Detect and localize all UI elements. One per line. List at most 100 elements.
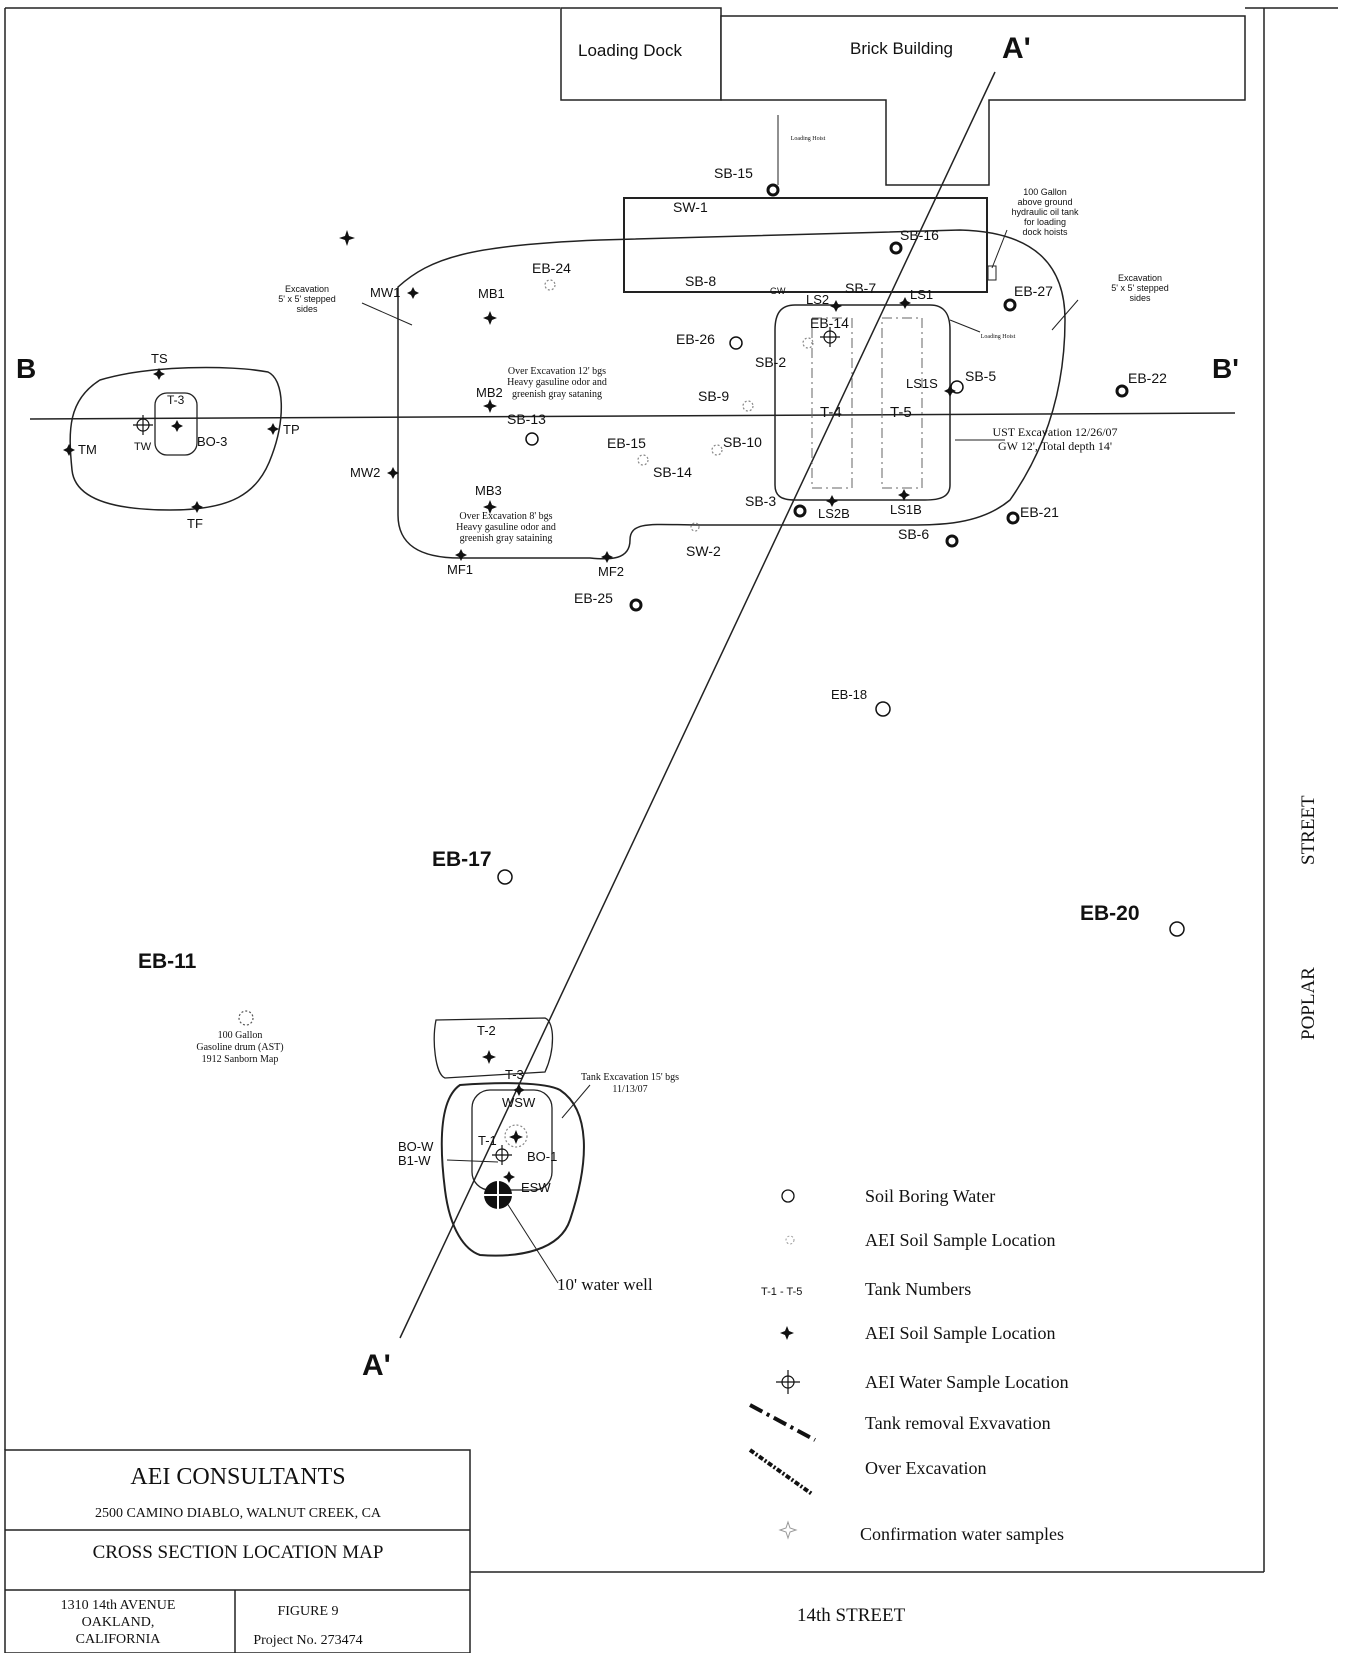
fourteenth-street-label: 14th STREET — [797, 1605, 906, 1626]
bo1-marker — [509, 1130, 523, 1144]
legend-grey-sample-icon — [785, 1235, 795, 1245]
eb27-marker — [1003, 298, 1017, 312]
sb16-label: SB-16 — [900, 227, 939, 243]
ls2b-marker — [826, 495, 838, 507]
mb2-marker — [483, 399, 497, 413]
legend-confirmation-label: Confirmation water samples — [860, 1524, 1064, 1544]
site-line-2: OAKLAND, — [82, 1615, 155, 1630]
t3-left-excavation — [154, 392, 198, 456]
poplar-label: POPLAR — [1298, 967, 1319, 1040]
exc-left-2: 5' x 5' stepped — [278, 294, 335, 304]
drum-2: Gasoline drum (AST) — [196, 1042, 283, 1053]
ls2-label: LS2 — [806, 292, 829, 307]
wsw-marker — [513, 1084, 525, 1096]
legend-water-sample-label: AEI Water Sample Location — [865, 1372, 1069, 1392]
map-title: CROSS SECTION LOCATION MAP — [93, 1542, 384, 1563]
ust-2: GW 12', Total depth 14' — [998, 439, 1112, 453]
a-prime-top-label: A' — [1002, 32, 1031, 65]
legend-soil-boring-icon — [781, 1189, 795, 1203]
legend-tank-label: Tank Numbers — [865, 1279, 971, 1299]
loading-dock-label: Loading Dock — [578, 41, 682, 60]
sb2-label: SB-2 — [755, 354, 786, 370]
water-well-label: 10' water well — [557, 1275, 653, 1294]
exc-left-3: sides — [296, 304, 318, 314]
property-boundary — [4, 7, 1338, 1573]
drum-3: 1912 Sanborn Map — [202, 1054, 279, 1065]
bo1-label: BO-1 — [527, 1149, 557, 1164]
sb10-marker — [711, 444, 723, 456]
over-excavation-outline — [397, 229, 1066, 560]
legend-star-label: AEI Soil Sample Location — [865, 1323, 1055, 1343]
sb3-label: SB-3 — [745, 493, 776, 509]
drum-1: 100 Gallon — [218, 1030, 263, 1041]
site-line-3: CALIFORNIA — [76, 1632, 162, 1647]
mw1-marker — [407, 287, 419, 299]
t2-label: T-2 — [477, 1023, 496, 1038]
tp-label: TP — [283, 422, 300, 437]
legend-tank-removal-label: Tank removal Exvavation — [865, 1413, 1051, 1433]
mf2-marker — [601, 551, 613, 563]
ls1s-marker — [944, 385, 956, 397]
loading-hoist-2-label: Loading Hoist — [981, 334, 1016, 340]
eb11-label: EB-11 — [138, 950, 197, 973]
over12-2: Heavy gasuline odor and — [507, 377, 607, 388]
sb5-label: SB-5 — [965, 368, 996, 384]
bow-marker — [492, 1145, 512, 1165]
tf-marker — [191, 501, 203, 513]
legend-soil-boring-label: Soil Boring Water — [865, 1186, 995, 1206]
drum-marker — [238, 1010, 254, 1026]
eb26-marker — [729, 336, 743, 350]
over12-3: greenish gray sataning — [512, 389, 602, 400]
tf-label: TF — [187, 516, 203, 531]
exc-right-3: sides — [1129, 293, 1151, 303]
sw1-excavation — [623, 197, 988, 293]
eb27-label: EB-27 — [1014, 283, 1053, 299]
eb25-marker — [629, 598, 643, 612]
eb22-label: EB-22 — [1128, 370, 1167, 386]
a-prime-bottom-label: A' — [362, 1349, 391, 1382]
gw-label: GW — [770, 286, 786, 296]
legend-confirmation-icon — [778, 1520, 798, 1540]
left-excavation-outline — [69, 366, 282, 511]
tw-label: TW — [134, 441, 152, 453]
eb17-marker — [497, 869, 513, 885]
loading-hoist-label: Loading Hoist — [791, 136, 826, 142]
tank-excavation-inner — [471, 1089, 553, 1191]
serif-annotations: Over Excavation 12' bgs Heavy gasuline o… — [196, 366, 1117, 1294]
over8-2: Heavy gasuline odor and — [456, 522, 556, 533]
t5-label: T-5 — [890, 404, 912, 421]
eb24-marker — [544, 279, 556, 291]
ast-text-1: 100 Gallon — [1023, 187, 1067, 197]
legend-tank-removal-icon — [749, 1403, 816, 1442]
loading-dock-building — [560, 7, 722, 101]
sb13-marker — [525, 432, 539, 446]
annotations: 100 Gallon above ground hydraulic oil ta… — [278, 187, 1168, 314]
esw-marker — [503, 1171, 515, 1183]
over12-1: Over Excavation 12' bgs — [508, 366, 606, 377]
mf1-label: MF1 — [447, 562, 473, 577]
ast-tank-box — [987, 265, 997, 281]
brick-building — [720, 15, 1246, 186]
legend-over-excavation-icon — [748, 1448, 814, 1496]
tm-label: TM — [78, 442, 97, 457]
ast-text-3: hydraulic oil tank — [1011, 207, 1079, 217]
sb15-marker — [766, 183, 780, 197]
legend-star-icon — [780, 1326, 794, 1340]
sb15-label: SB-15 — [714, 165, 753, 181]
grey-sample-markers — [238, 279, 814, 1148]
eb24-label: EB-24 — [532, 260, 571, 276]
buildings — [560, 7, 1246, 186]
eb18-marker — [875, 701, 891, 717]
sb8-label: SB-8 — [685, 273, 716, 289]
mb3-label: MB3 — [475, 483, 502, 498]
mb1-label: MB1 — [478, 286, 505, 301]
mb2-label: MB2 — [476, 385, 503, 400]
mf1-marker — [455, 549, 467, 561]
section-line-a — [399, 71, 996, 1339]
ust-1: UST Excavation 12/26/07 — [992, 425, 1117, 439]
tm-marker — [63, 444, 75, 456]
ls1-marker — [899, 297, 911, 309]
poplar-street-label: STREET — [1298, 795, 1319, 865]
legend-water-sample-icon — [776, 1370, 800, 1394]
soil-boring-markers — [497, 183, 1185, 937]
